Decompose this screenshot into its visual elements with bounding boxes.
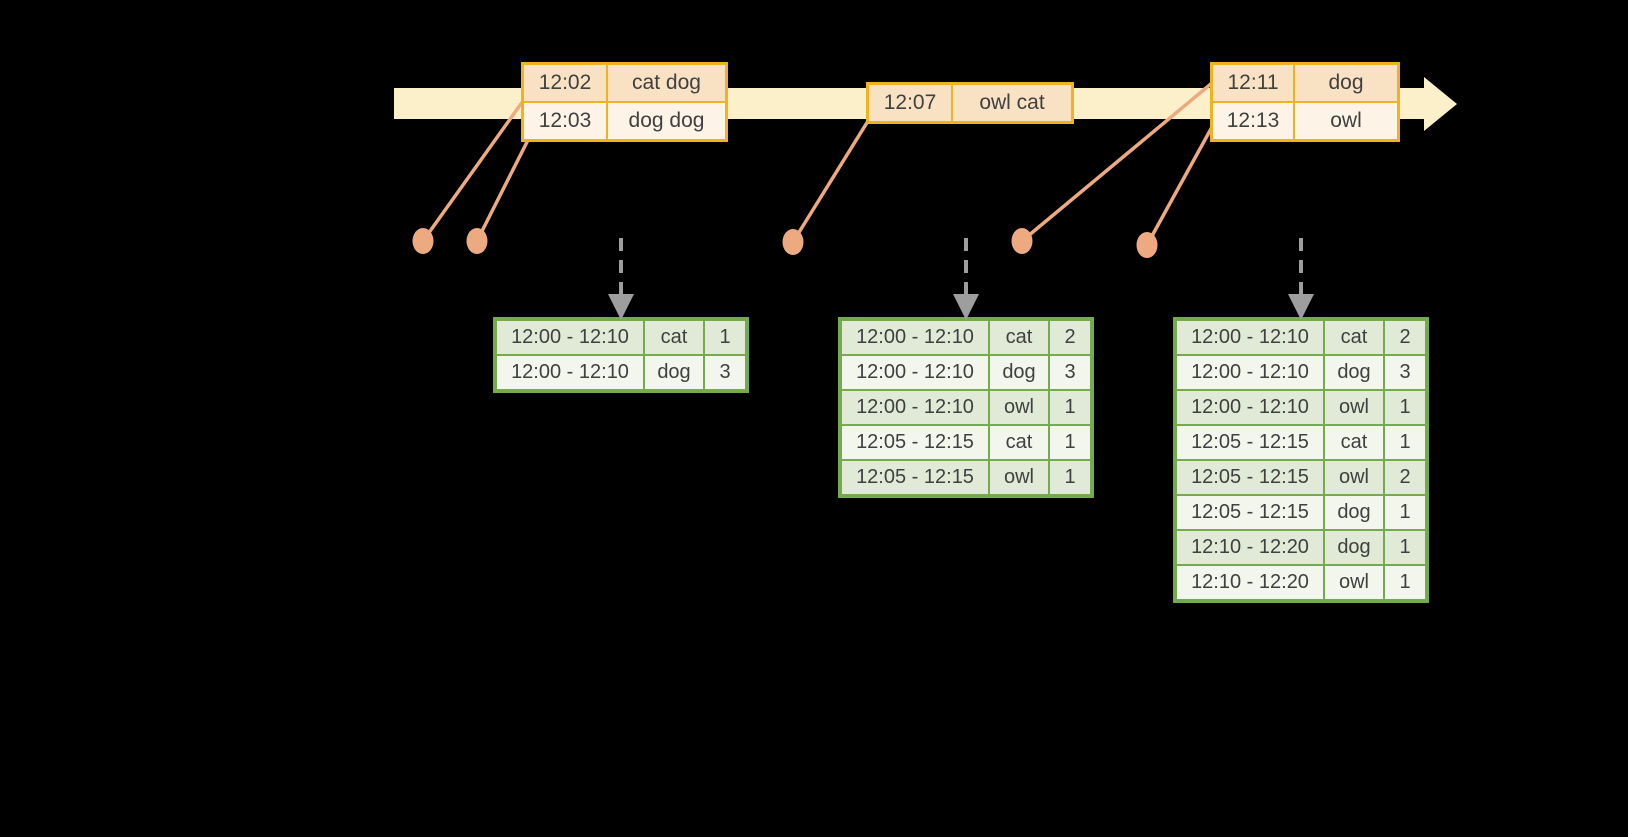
word-cell: owl bbox=[990, 461, 1048, 494]
trigger-arrow bbox=[608, 238, 634, 320]
event-time-cell: 12:13 bbox=[1213, 103, 1293, 139]
event-time-cell: 12:03 bbox=[524, 103, 606, 139]
count-cell: 3 bbox=[1050, 356, 1090, 389]
window-cell: 12:00 - 12:10 bbox=[1177, 356, 1323, 389]
window-cell: 12:00 - 12:10 bbox=[842, 321, 988, 354]
event-time-cell: 12:11 bbox=[1213, 65, 1293, 101]
window-cell: 12:00 - 12:10 bbox=[842, 391, 988, 424]
event-time-cell: 12:07 bbox=[869, 85, 951, 121]
window-cell: 12:00 - 12:10 bbox=[497, 321, 643, 354]
trigger-arrow bbox=[1288, 238, 1314, 320]
connector-line bbox=[791, 120, 870, 243]
word-cell: cat bbox=[645, 321, 703, 354]
word-cell: cat bbox=[1325, 426, 1383, 459]
window-cell: 12:10 - 12:20 bbox=[1177, 531, 1323, 564]
event-marker-dot bbox=[782, 229, 804, 255]
event-words-cell: cat dog bbox=[608, 65, 725, 101]
word-cell: cat bbox=[990, 321, 1048, 354]
result-table-3: 12:00 - 12:10 cat 2 12:00 - 12:10 dog 3 … bbox=[1173, 317, 1429, 603]
window-cell: 12:05 - 12:15 bbox=[1177, 496, 1323, 529]
window-cell: 12:05 - 12:15 bbox=[1177, 426, 1323, 459]
count-cell: 3 bbox=[705, 356, 745, 389]
count-cell: 1 bbox=[1385, 391, 1425, 424]
count-cell: 1 bbox=[1385, 531, 1425, 564]
event-words-cell: dog bbox=[1295, 65, 1397, 101]
event-box-3: 12:11 dog 12:13 owl bbox=[1210, 62, 1400, 142]
word-cell: cat bbox=[1325, 321, 1383, 354]
connector-line bbox=[1145, 126, 1214, 246]
connector-line bbox=[475, 139, 530, 242]
event-box-1: 12:02 cat dog 12:03 dog dog bbox=[521, 62, 728, 142]
result-table-1: 12:00 - 12:10 cat 1 12:00 - 12:10 dog 3 bbox=[493, 317, 749, 393]
count-cell: 1 bbox=[1050, 426, 1090, 459]
window-cell: 12:00 - 12:10 bbox=[1177, 391, 1323, 424]
count-cell: 2 bbox=[1385, 461, 1425, 494]
event-marker-dot bbox=[466, 228, 488, 254]
word-cell: dog bbox=[1325, 356, 1383, 389]
window-cell: 12:00 - 12:10 bbox=[842, 356, 988, 389]
count-cell: 1 bbox=[1385, 496, 1425, 529]
count-cell: 1 bbox=[1050, 461, 1090, 494]
event-box-2: 12:07 owl cat bbox=[866, 82, 1074, 124]
window-cell: 12:05 - 12:15 bbox=[842, 461, 988, 494]
count-cell: 1 bbox=[1385, 426, 1425, 459]
event-words-cell: owl cat bbox=[953, 85, 1071, 121]
event-time-cell: 12:02 bbox=[524, 65, 606, 101]
event-marker-dot bbox=[412, 228, 434, 254]
event-marker-dot bbox=[1011, 228, 1033, 254]
word-cell: dog bbox=[1325, 496, 1383, 529]
count-cell: 1 bbox=[1385, 566, 1425, 599]
word-cell: owl bbox=[990, 391, 1048, 424]
word-cell: cat bbox=[990, 426, 1048, 459]
count-cell: 1 bbox=[705, 321, 745, 354]
word-cell: dog bbox=[645, 356, 703, 389]
word-cell: owl bbox=[1325, 461, 1383, 494]
trigger-arrow bbox=[953, 238, 979, 320]
count-cell: 2 bbox=[1050, 321, 1090, 354]
window-cell: 12:05 - 12:15 bbox=[842, 426, 988, 459]
word-cell: owl bbox=[1325, 566, 1383, 599]
result-table-2: 12:00 - 12:10 cat 2 12:00 - 12:10 dog 3 … bbox=[838, 317, 1094, 498]
word-cell: dog bbox=[990, 356, 1048, 389]
count-cell: 3 bbox=[1385, 356, 1425, 389]
event-words-cell: owl bbox=[1295, 103, 1397, 139]
window-cell: 12:00 - 12:10 bbox=[497, 356, 643, 389]
timeline-arrowhead-icon bbox=[1424, 77, 1457, 131]
event-words-cell: dog dog bbox=[608, 103, 725, 139]
window-cell: 12:10 - 12:20 bbox=[1177, 566, 1323, 599]
event-marker-dot bbox=[1136, 232, 1158, 258]
word-cell: dog bbox=[1325, 531, 1383, 564]
word-cell: owl bbox=[1325, 391, 1383, 424]
window-cell: 12:00 - 12:10 bbox=[1177, 321, 1323, 354]
connector-line bbox=[421, 99, 525, 243]
count-cell: 1 bbox=[1050, 391, 1090, 424]
count-cell: 2 bbox=[1385, 321, 1425, 354]
window-cell: 12:05 - 12:15 bbox=[1177, 461, 1323, 494]
